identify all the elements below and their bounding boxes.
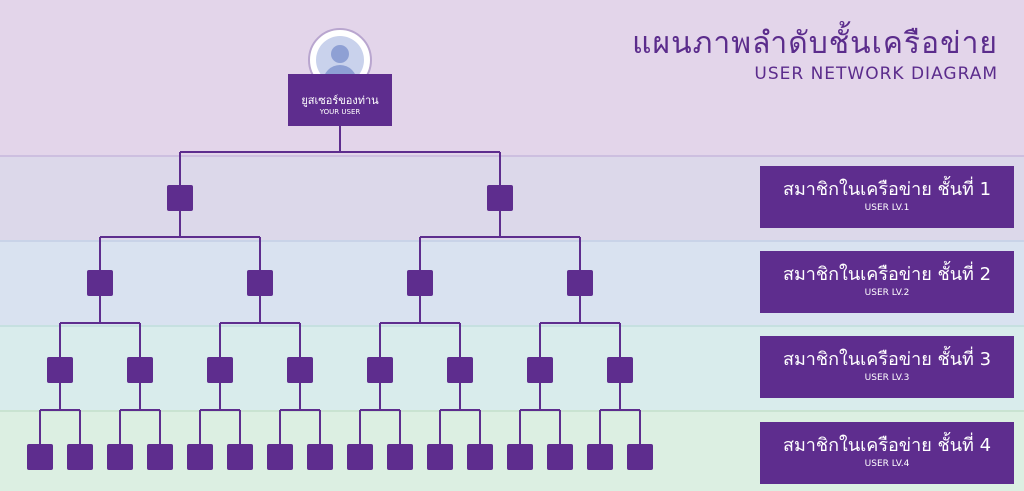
level-4-label: สมาชิกในเครือข่าย ชั้นที่ 4 — [782, 435, 992, 456]
title-english: USER NETWORK DIAGRAM — [754, 64, 998, 84]
member-node-level-3[interactable] — [207, 357, 233, 383]
member-node-level-4[interactable] — [147, 444, 173, 470]
level-1-sublabel: USER LV.1 — [864, 203, 910, 213]
member-node-level-4[interactable] — [427, 444, 453, 470]
level-3-label-box: สมาชิกในเครือข่าย ชั้นที่ 3 USER LV.3 — [760, 336, 1014, 398]
member-node-level-3[interactable] — [287, 357, 313, 383]
root-user-sublabel: YOUR USER — [319, 108, 361, 116]
member-node-level-3[interactable] — [607, 357, 633, 383]
member-node-level-4[interactable] — [467, 444, 493, 470]
member-node-level-4[interactable] — [627, 444, 653, 470]
member-node-level-4[interactable] — [227, 444, 253, 470]
level-2-label-box: สมาชิกในเครือข่าย ชั้นที่ 2 USER LV.2 — [760, 251, 1014, 313]
member-node-level-3[interactable] — [367, 357, 393, 383]
member-node-level-4[interactable] — [307, 444, 333, 470]
member-node-level-4[interactable] — [387, 444, 413, 470]
level-3-label: สมาชิกในเครือข่าย ชั้นที่ 3 — [782, 349, 992, 370]
title-thai: แผนภาพลำดับชั้นเครือข่าย — [632, 26, 998, 61]
member-node-level-3[interactable] — [127, 357, 153, 383]
member-node-level-4[interactable] — [267, 444, 293, 470]
level-2-label: สมาชิกในเครือข่าย ชั้นที่ 2 — [782, 264, 992, 285]
member-node-level-3[interactable] — [47, 357, 73, 383]
root-user-label: ยูสเซอร์ของท่าน — [301, 94, 379, 107]
level-1-label-box: สมาชิกในเครือข่าย ชั้นที่ 1 USER LV.1 — [760, 166, 1014, 228]
member-node-level-1[interactable] — [487, 185, 513, 211]
diagram-title: แผนภาพลำดับชั้นเครือข่าย USER NETWORK DI… — [632, 26, 998, 84]
member-node-level-2[interactable] — [567, 270, 593, 296]
header-band — [0, 0, 1024, 155]
member-node-level-3[interactable] — [447, 357, 473, 383]
member-node-level-4[interactable] — [547, 444, 573, 470]
level-4-sublabel: USER LV.4 — [864, 459, 910, 469]
root-user-node[interactable]: ยูสเซอร์ของท่าน YOUR USER — [288, 74, 392, 126]
member-node-level-4[interactable] — [187, 444, 213, 470]
member-node-level-4[interactable] — [27, 444, 53, 470]
member-node-level-2[interactable] — [247, 270, 273, 296]
level-3-sublabel: USER LV.3 — [864, 373, 910, 383]
member-node-level-2[interactable] — [407, 270, 433, 296]
member-node-level-1[interactable] — [167, 185, 193, 211]
level-1-label: สมาชิกในเครือข่าย ชั้นที่ 1 — [782, 179, 992, 200]
member-node-level-4[interactable] — [507, 444, 533, 470]
member-node-level-4[interactable] — [587, 444, 613, 470]
member-node-level-4[interactable] — [107, 444, 133, 470]
level-4-label-box: สมาชิกในเครือข่าย ชั้นที่ 4 USER LV.4 — [760, 422, 1014, 484]
member-node-level-3[interactable] — [527, 357, 553, 383]
member-node-level-2[interactable] — [87, 270, 113, 296]
member-node-level-4[interactable] — [67, 444, 93, 470]
level-2-sublabel: USER LV.2 — [864, 288, 910, 298]
member-node-level-4[interactable] — [347, 444, 373, 470]
